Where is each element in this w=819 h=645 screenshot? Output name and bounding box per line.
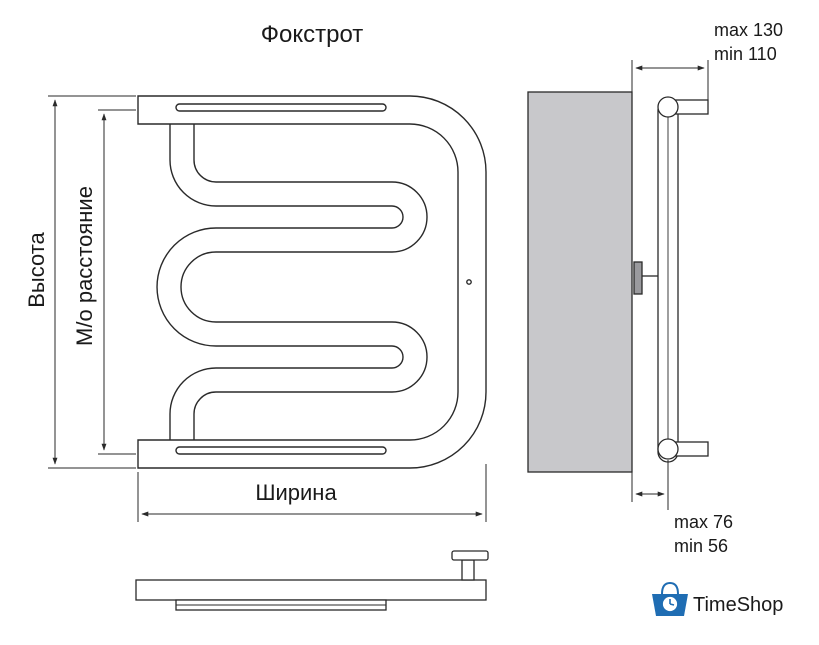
top-view-cap — [451, 550, 489, 561]
wall-block — [527, 91, 633, 473]
diagram-title: Фокстрот — [261, 21, 364, 48]
offset-max-label: max 130 — [714, 20, 783, 40]
top-slot — [175, 103, 387, 112]
width-label: Ширина — [255, 480, 337, 505]
towel-rail-outer-tube — [137, 95, 487, 469]
bottom-elbow — [657, 438, 679, 460]
wall-bracket-plate — [633, 261, 643, 295]
height-label: Высота — [24, 231, 49, 307]
top-view-base-bar — [135, 579, 487, 601]
depth-max-label: max 76 — [674, 512, 733, 532]
top-view — [135, 550, 489, 611]
top-elbow — [657, 96, 679, 118]
depth-min-label: min 56 — [674, 536, 728, 556]
top-view-stem — [461, 559, 475, 581]
front-view — [48, 95, 487, 522]
side-view — [527, 60, 709, 510]
serpentine-tube-outer — [180, 124, 428, 440]
shopping-bag-clock-icon — [652, 581, 688, 616]
bottom-slot — [175, 446, 387, 455]
offset-min-label: min 110 — [714, 44, 777, 64]
timeshop-logo: TimeShop — [652, 581, 783, 616]
mayevsky-valve-dot — [466, 279, 472, 285]
brand-name: TimeShop — [693, 594, 783, 616]
serpentine-tube-inner — [156, 124, 404, 440]
center-distance-label: М/о расстояние — [72, 186, 97, 346]
